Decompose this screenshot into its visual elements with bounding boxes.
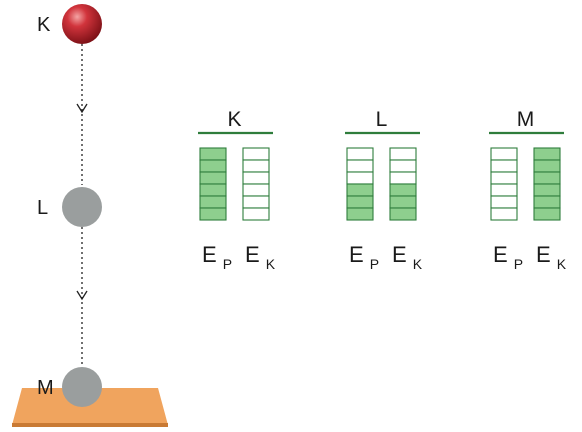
bar-segment [533, 183, 561, 197]
group-title: L [376, 108, 388, 131]
bar-segment [389, 147, 417, 161]
bar-segment [199, 147, 227, 161]
group-title: K [227, 108, 241, 131]
bar-segment [346, 183, 374, 197]
point-label-l: L [37, 197, 48, 219]
bar-segment [490, 183, 518, 197]
bar-segment [199, 159, 227, 173]
bar-segment [490, 159, 518, 173]
bar-segment [199, 195, 227, 209]
bar-segment [533, 195, 561, 209]
bar-segment [242, 171, 270, 185]
point-label-k: K [37, 14, 51, 36]
bar-segment [199, 207, 227, 221]
bar-segment [346, 195, 374, 209]
ball-m [62, 367, 102, 407]
bar-segment [199, 171, 227, 185]
bar-segment [389, 183, 417, 197]
bar-segment [346, 171, 374, 185]
arrow-down-icon [76, 103, 88, 114]
bar-segment [490, 171, 518, 185]
bar-segment [242, 159, 270, 173]
bar-segment [346, 147, 374, 161]
bar-segment [533, 159, 561, 173]
kinetic-energy-bar [389, 147, 417, 221]
potential-energy-bar [490, 147, 518, 221]
bar-segment [490, 207, 518, 221]
bar-segment [533, 171, 561, 185]
kinetic-energy-bar [533, 147, 561, 221]
fall-path [76, 44, 88, 366]
bar-segment [490, 195, 518, 209]
group-title: M [517, 108, 535, 131]
bar-segment [389, 159, 417, 173]
point-label-m: M [37, 377, 54, 399]
bar-segment [389, 207, 417, 221]
bar-segment [199, 183, 227, 197]
ground [12, 388, 168, 427]
potential-energy-bar [346, 147, 374, 221]
bar-segment [242, 207, 270, 221]
ball-l [62, 187, 102, 227]
bar-segment [490, 147, 518, 161]
bar-segment [242, 195, 270, 209]
potential-energy-bar [199, 147, 227, 221]
arrow-down-icon [76, 290, 88, 301]
bar-segment [533, 147, 561, 161]
bar-segment [533, 207, 561, 221]
bar-segment [242, 147, 270, 161]
ball-k [62, 4, 102, 44]
bar-segment [346, 159, 374, 173]
bar-segment [242, 183, 270, 197]
bar-segment [389, 171, 417, 185]
kinetic-energy-bar [242, 147, 270, 221]
bar-segment [389, 195, 417, 209]
bar-segment [346, 207, 374, 221]
